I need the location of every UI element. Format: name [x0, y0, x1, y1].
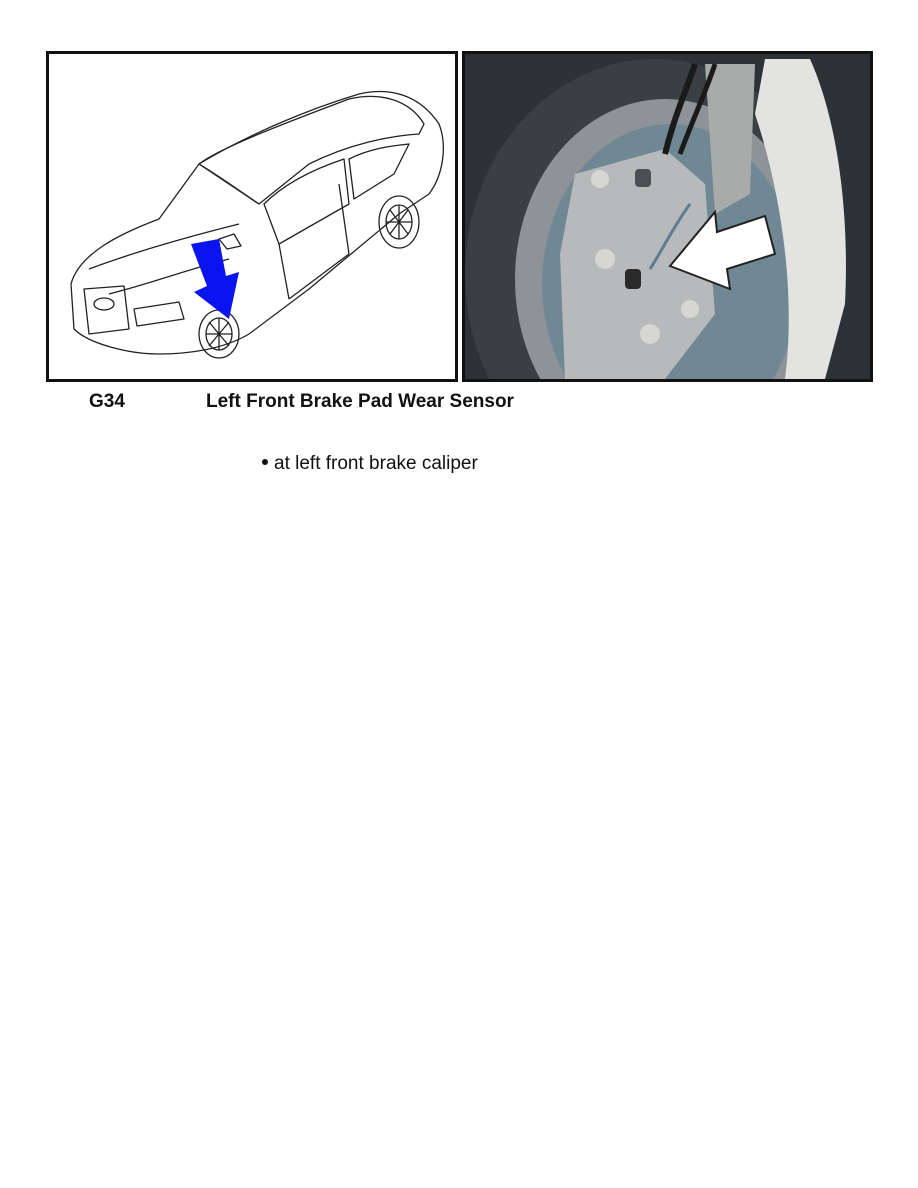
caliper-photo-illustration	[465, 54, 870, 379]
car-diagram-image	[46, 51, 458, 382]
component-code: G34	[89, 391, 125, 412]
sensor-pointer-arrow-icon	[668, 209, 777, 291]
location-list-item: at left front brake caliper	[262, 453, 478, 475]
component-name: Left Front Brake Pad Wear Sensor	[206, 391, 514, 412]
location-arrow-icon	[191, 239, 239, 319]
bullet-icon	[262, 458, 268, 465]
car-line-drawing	[70, 90, 444, 359]
brake-caliper-photo	[462, 51, 873, 382]
location-text: at left front brake caliper	[274, 453, 478, 474]
